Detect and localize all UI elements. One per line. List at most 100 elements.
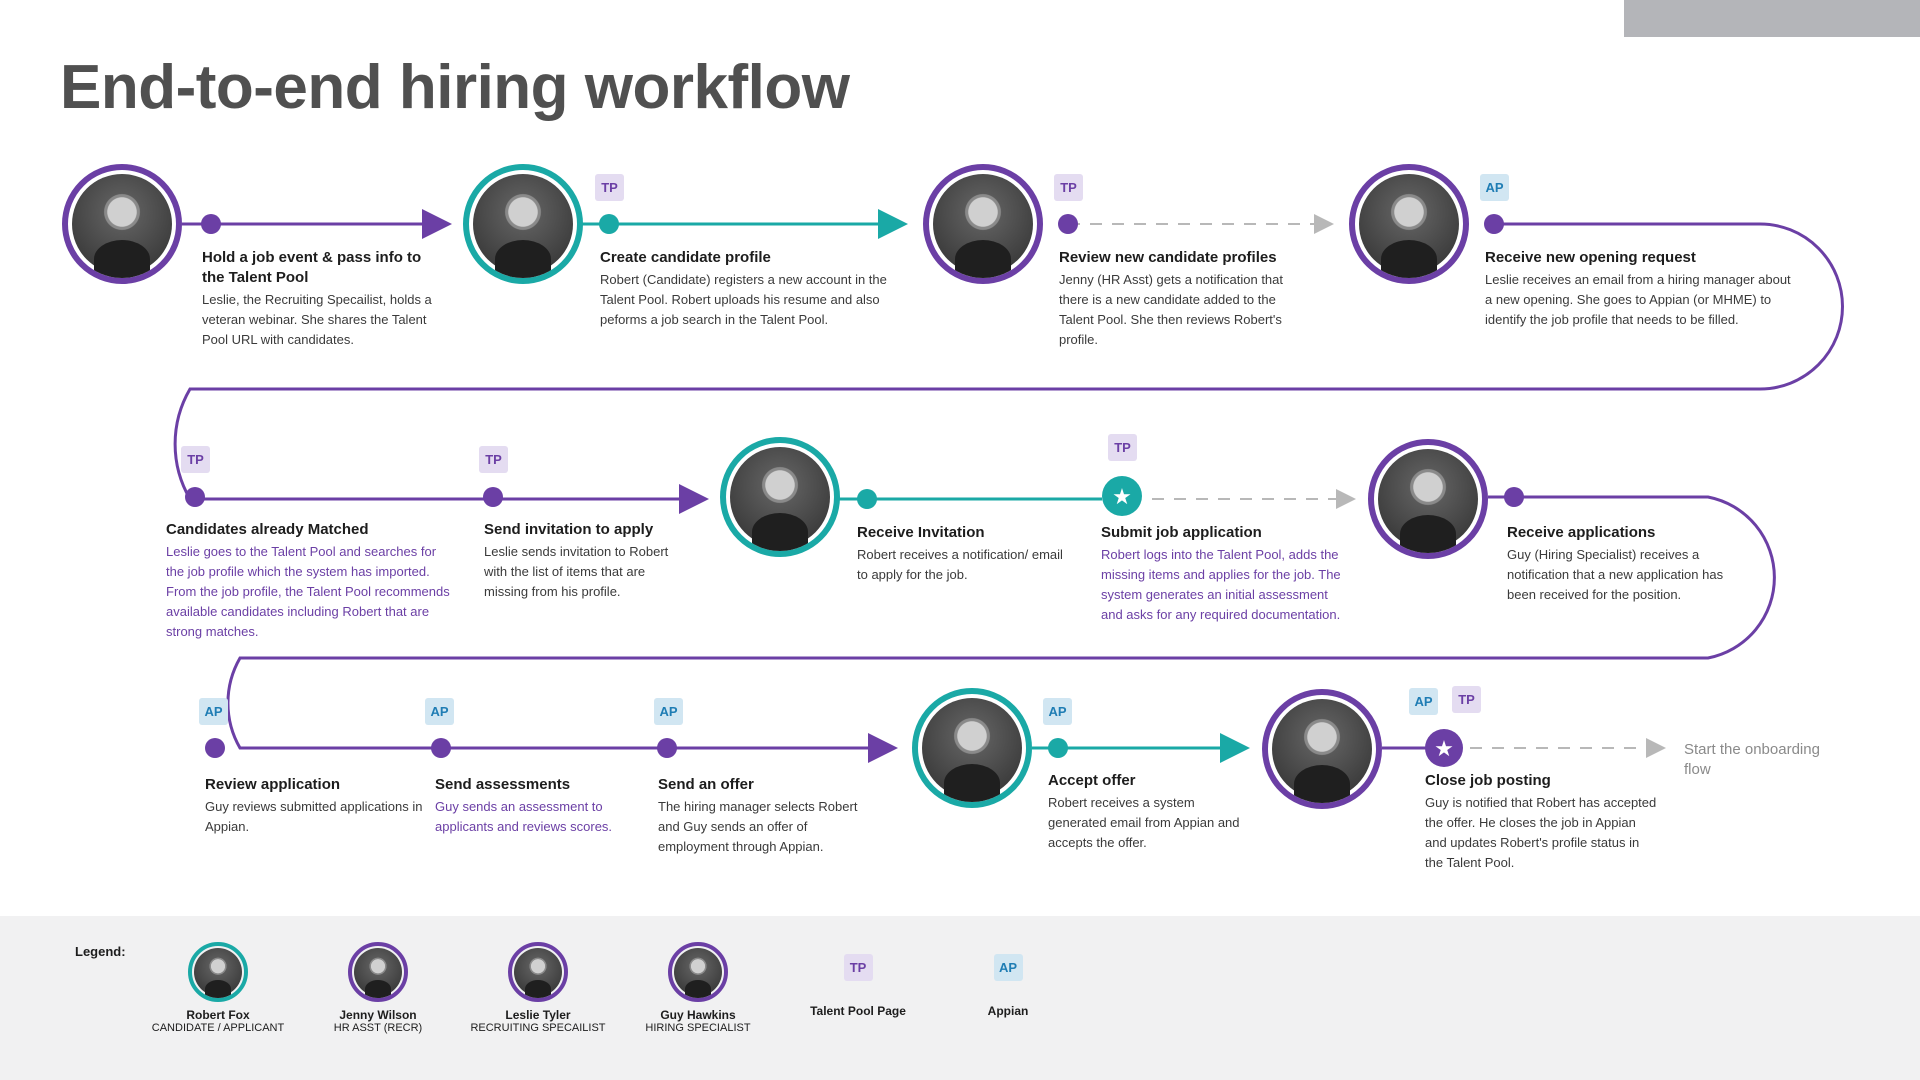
step-dot [657, 738, 677, 758]
step-accept-offer: Accept offer Robert receives a system ge… [1048, 771, 1248, 853]
step-dot [185, 487, 205, 507]
step-title: Create candidate profile [600, 249, 771, 266]
star-dot-icon: ★ [1425, 729, 1463, 767]
legend-role: CANDIDATE / APPLICANT [151, 1022, 285, 1034]
step-receive-opening: Receive new opening request Leslie recei… [1485, 248, 1795, 330]
ap-badge: AP [993, 954, 1023, 981]
tp-badge: TP [595, 174, 624, 201]
step-title: Hold a job event & pass info to the Tale… [202, 249, 422, 286]
step-hold-job-event: Hold a job event & pass info to the Tale… [202, 248, 438, 350]
legend-name: Appian [987, 1004, 1029, 1018]
avatar-leslie [1349, 164, 1469, 284]
page-title: End-to-end hiring workflow [60, 53, 850, 122]
step-description: Robert receives a system generated email… [1048, 795, 1240, 850]
step-submit-application: Submit job application Robert logs into … [1101, 523, 1351, 625]
step-receive-applications: Receive applications Guy (Hiring Special… [1507, 523, 1737, 605]
legend-item-jenny: Jenny Wilson HR ASST (RECR) [293, 942, 463, 1034]
tp-badge: TP [181, 446, 210, 473]
avatar-jenny [348, 942, 408, 1002]
step-title: Receive applications [1507, 524, 1656, 541]
legend-name: Robert Fox [186, 1008, 250, 1022]
step-title: Receive Invitation [857, 524, 985, 541]
step-title: Accept offer [1048, 772, 1136, 789]
legend-name: Talent Pool Page [810, 1004, 906, 1018]
legend: Legend: Robert Fox CANDIDATE / APPLICANT… [0, 916, 1920, 1080]
tp-badge: TP [1108, 434, 1137, 461]
corner-block [1624, 0, 1920, 37]
step-title: Review application [205, 776, 341, 793]
legend-item-robert: Robert Fox CANDIDATE / APPLICANT [133, 942, 303, 1034]
avatar-guy [668, 942, 728, 1002]
legend-item-guy: Guy Hawkins HIRING SPECIALIST [613, 942, 783, 1034]
star-dot-icon: ★ [1102, 476, 1142, 516]
step-description: Guy is notified that Robert has accepted… [1425, 795, 1657, 870]
ap-badge: AP [1409, 688, 1438, 715]
legend-name: Leslie Tyler [505, 1008, 571, 1022]
step-dot [1048, 738, 1068, 758]
step-close-posting: Close job posting Guy is notified that R… [1425, 771, 1660, 873]
step-description: Robert (Candidate) registers a new accou… [600, 272, 887, 327]
svg-text:★: ★ [1112, 485, 1132, 510]
step-title: Receive new opening request [1485, 249, 1696, 266]
step-review-profiles: Review new candidate profiles Jenny (HR … [1059, 248, 1309, 350]
step-description: Leslie goes to the Talent Pool and searc… [166, 544, 450, 639]
step-receive-invitation: Receive Invitation Robert receives a not… [857, 523, 1067, 585]
avatar-leslie [508, 942, 568, 1002]
connector-line [173, 222, 1844, 514]
step-description: Leslie, the Recruiting Specailist, holds… [202, 292, 432, 347]
step-title: Candidates already Matched [166, 521, 369, 538]
step-description: Jenny (HR Asst) gets a notification that… [1059, 272, 1283, 347]
step-dot [1484, 214, 1504, 234]
avatar-robert [463, 164, 583, 284]
ap-badge: AP [654, 698, 683, 725]
step-description: The hiring manager selects Robert and Gu… [658, 799, 858, 854]
step-create-profile: Create candidate profile Robert (Candida… [600, 248, 890, 330]
avatar-guy [1262, 689, 1382, 809]
legend-role: HR ASST (RECR) [333, 1022, 423, 1034]
ap-badge: AP [425, 698, 454, 725]
step-dot [201, 214, 221, 234]
step-dot [483, 487, 503, 507]
ap-badge: AP [1480, 174, 1509, 201]
avatar-robert [720, 437, 840, 557]
step-title: Send an offer [658, 776, 754, 793]
avatar-robert [912, 688, 1032, 808]
step-dot [431, 738, 451, 758]
step-dot [1504, 487, 1524, 507]
legend-name: Jenny Wilson [339, 1008, 417, 1022]
step-title: Send invitation to apply [484, 521, 654, 538]
avatar-leslie [62, 164, 182, 284]
step-description: Robert receives a notification/ email to… [857, 547, 1063, 582]
step-title: Submit job application [1101, 524, 1262, 541]
legend-item-ap: AP Appian [923, 942, 1093, 1018]
ap-badge: AP [199, 698, 228, 725]
ap-badge: AP [1043, 698, 1072, 725]
step-dot [599, 214, 619, 234]
step-description: Guy (Hiring Specialist) receives a notif… [1507, 547, 1724, 602]
legend-item-tp: TP Talent Pool Page [773, 942, 943, 1018]
step-title: Send assessments [435, 776, 571, 793]
avatar-robert [188, 942, 248, 1002]
avatar-jenny [923, 164, 1043, 284]
tp-badge: TP [1054, 174, 1083, 201]
step-review-application: Review application Guy reviews submitted… [205, 775, 433, 837]
step-description: Guy sends an assessment to applicants an… [435, 799, 613, 834]
avatar-guy [1368, 439, 1488, 559]
legend-role: HIRING SPECIALIST [645, 1022, 751, 1034]
end-note: Start the onboarding flow [1684, 741, 1820, 778]
step-dot [1058, 214, 1078, 234]
step-title: Review new candidate profiles [1059, 249, 1277, 266]
legend-item-leslie: Leslie Tyler RECRUITING SPECAILIST [453, 942, 623, 1034]
step-description: Leslie receives an email from a hiring m… [1485, 272, 1791, 327]
step-candidates-matched: Candidates already Matched Leslie goes t… [166, 520, 456, 642]
step-description: Guy reviews submitted applications in Ap… [205, 799, 423, 834]
step-send-offer: Send an offer The hiring manager selects… [658, 775, 878, 857]
tp-badge: TP [1452, 686, 1481, 713]
step-description: Robert logs into the Talent Pool, adds t… [1101, 547, 1341, 622]
legend-label: Legend: [75, 944, 126, 959]
svg-text:★: ★ [1434, 737, 1454, 762]
tp-badge: TP [843, 954, 873, 981]
step-dot [205, 738, 225, 758]
legend-name: Guy Hawkins [660, 1008, 736, 1022]
